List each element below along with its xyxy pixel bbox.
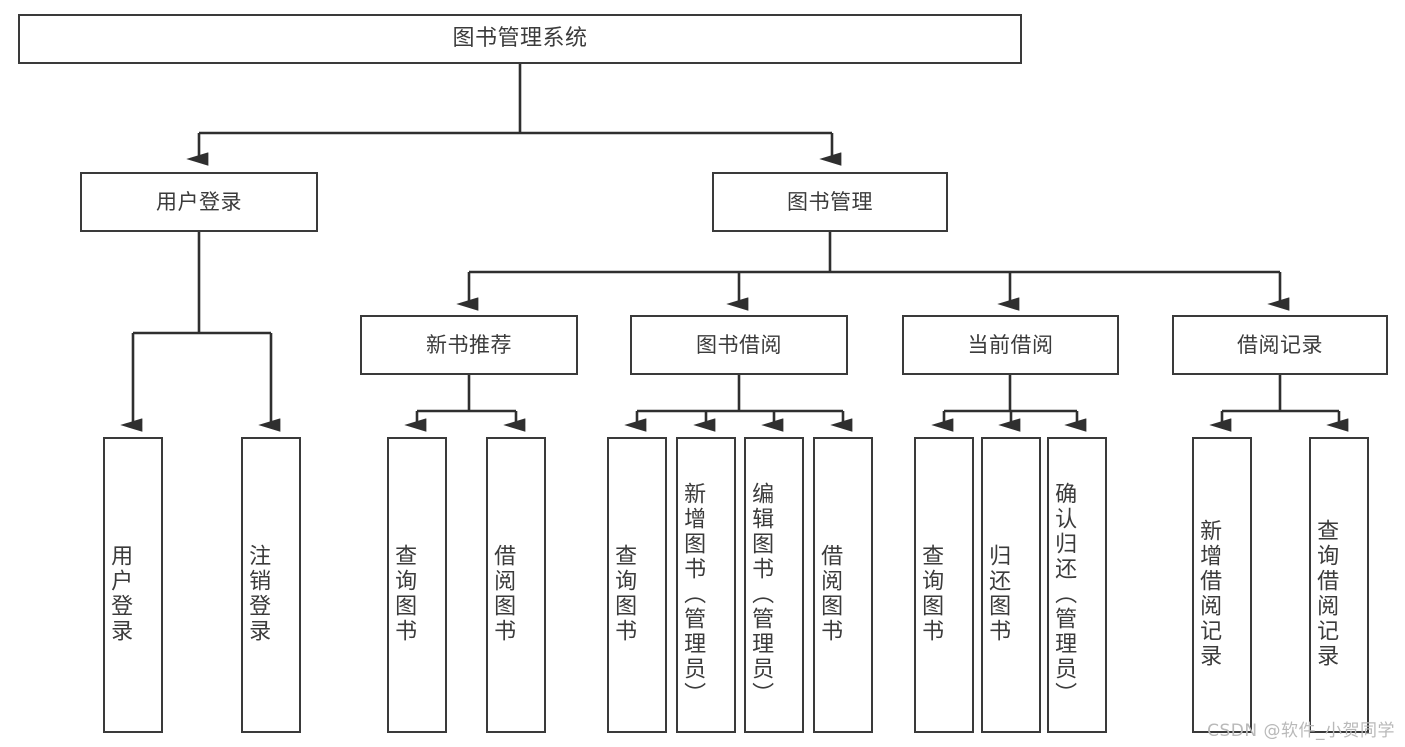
node-label: 新增图书（管理员） — [680, 481, 706, 707]
leaf-borrow-book-recommend[interactable]: 借阅图书 — [486, 437, 546, 733]
node-root-system[interactable]: 图书管理系统 — [18, 14, 1022, 64]
leaf-query-book-borrow[interactable]: 查询图书 — [607, 437, 667, 733]
node-label: 图书管理 — [787, 189, 873, 214]
watermark: CSDN @软件_小贺同学 — [1207, 721, 1395, 741]
node-label: 确认归还（管理员） — [1051, 481, 1077, 707]
node-current-borrow[interactable]: 当前借阅 — [902, 315, 1119, 375]
node-label: 新书推荐 — [426, 332, 512, 357]
leaf-confirm-return-admin[interactable]: 确认归还（管理员） — [1047, 437, 1107, 733]
node-label: 查询图书 — [391, 544, 417, 644]
leaf-user-login[interactable]: 用户登录 — [103, 437, 163, 733]
node-user-login[interactable]: 用户登录 — [80, 172, 318, 232]
leaf-add-borrow-record[interactable]: 新增借阅记录 — [1192, 437, 1252, 733]
node-new-book-recommend[interactable]: 新书推荐 — [360, 315, 578, 375]
leaf-add-book-admin[interactable]: 新增图书（管理员） — [676, 437, 736, 733]
leaf-edit-book-admin[interactable]: 编辑图书（管理员） — [744, 437, 804, 733]
node-borrow-record[interactable]: 借阅记录 — [1172, 315, 1388, 375]
node-label: 借阅记录 — [1237, 332, 1323, 357]
node-label: 查询图书 — [611, 544, 637, 644]
leaf-user-logout[interactable]: 注销登录 — [241, 437, 301, 733]
node-book-management[interactable]: 图书管理 — [712, 172, 948, 232]
node-label: 查询图书 — [918, 544, 944, 644]
node-label: 查询借阅记录 — [1313, 519, 1339, 669]
leaf-query-book-recommend[interactable]: 查询图书 — [387, 437, 447, 733]
leaf-borrow-book[interactable]: 借阅图书 — [813, 437, 873, 733]
node-label: 图书借阅 — [696, 332, 782, 357]
leaf-query-borrow-record[interactable]: 查询借阅记录 — [1309, 437, 1369, 733]
node-label: 新增借阅记录 — [1196, 519, 1222, 669]
node-label: 借阅图书 — [817, 544, 843, 644]
node-book-borrow[interactable]: 图书借阅 — [630, 315, 848, 375]
node-label: 当前借阅 — [967, 332, 1054, 357]
node-label: 借阅图书 — [490, 544, 516, 644]
node-label: 用户登录 — [107, 544, 133, 644]
node-label: 注销登录 — [245, 544, 271, 644]
node-label: 图书管理系统 — [452, 26, 588, 52]
leaf-query-book-current[interactable]: 查询图书 — [914, 437, 974, 733]
node-label: 归还图书 — [985, 544, 1011, 644]
node-label: 编辑图书（管理员） — [748, 481, 774, 707]
node-label: 用户登录 — [156, 189, 242, 214]
leaf-return-book[interactable]: 归还图书 — [981, 437, 1041, 733]
